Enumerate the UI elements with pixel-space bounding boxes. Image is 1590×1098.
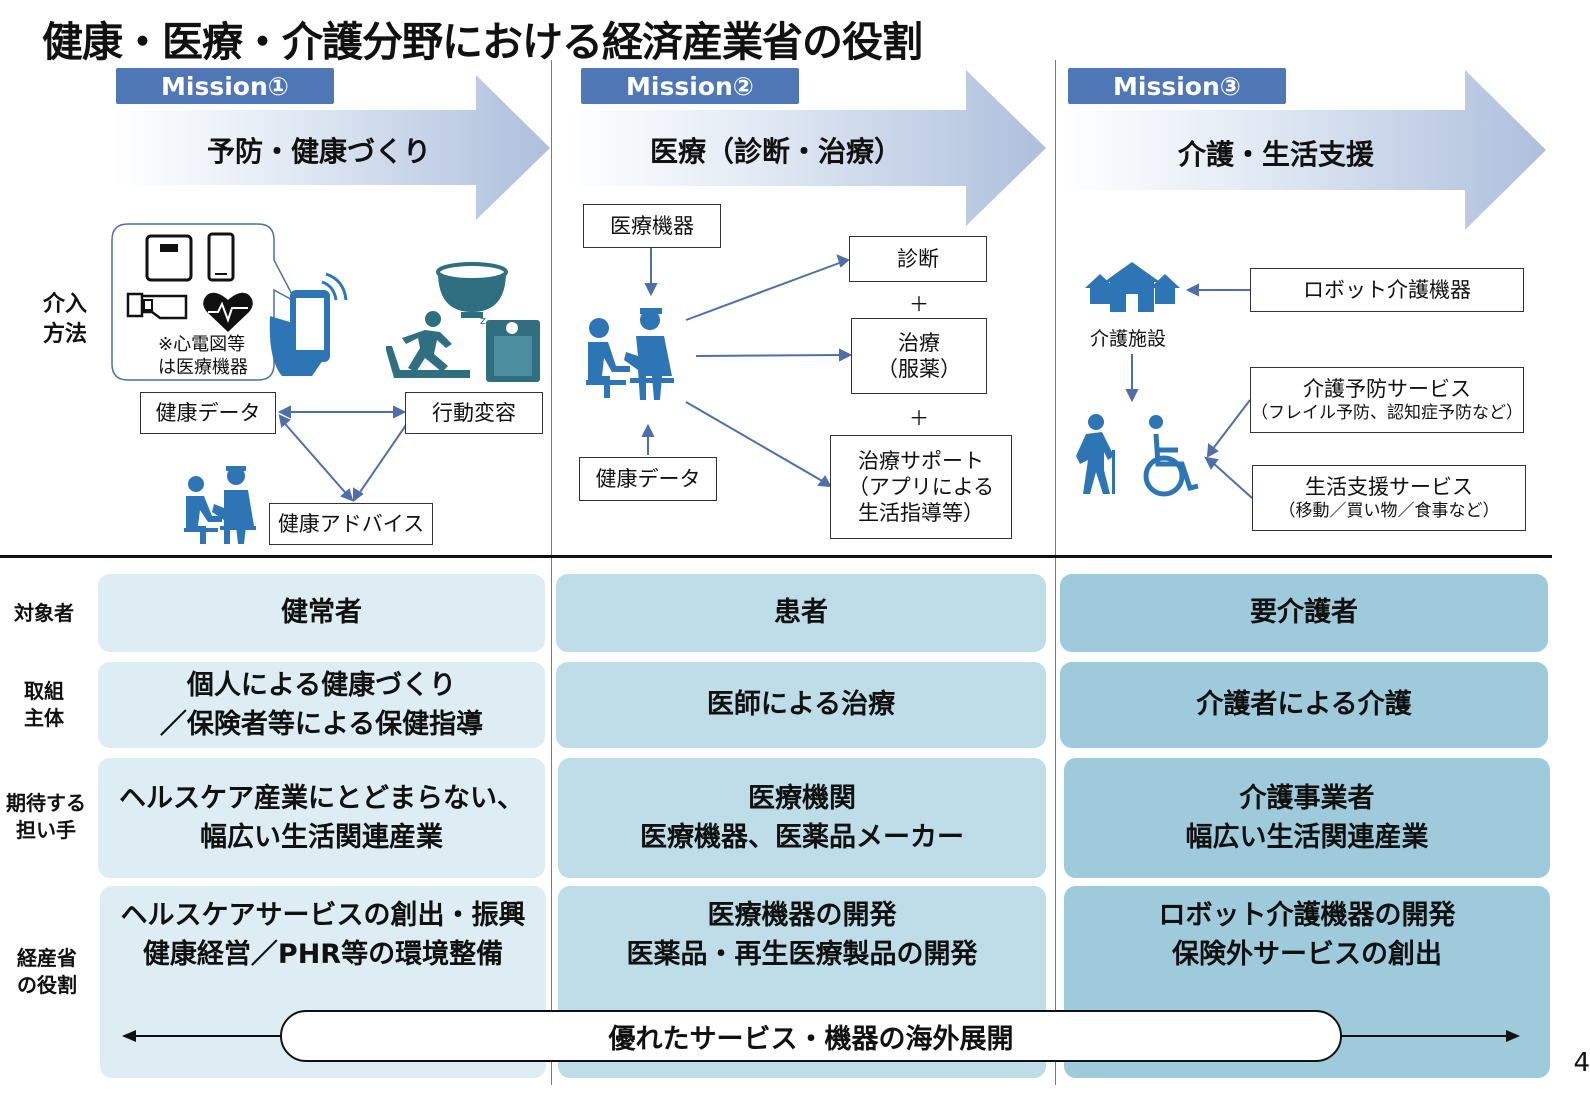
mission-1-diagram: z — [111, 223, 540, 544]
m2-treatment-support-box: 治療サポート（アプリによる生活指導等） — [830, 435, 1012, 539]
actor-cell-1: 個人による健康づくり／保険者等による保健指導 — [98, 662, 545, 748]
m3-prevention-service-box: 介護予防サービス（フレイル予防、認知症予防など） — [1250, 367, 1524, 433]
mission-1-label: 予防・健康づくり — [207, 135, 432, 168]
mission-2-badge: Mission② — [581, 68, 799, 104]
target-cell-1: 健常者 — [98, 574, 545, 652]
m1-health-advice-box: 健康アドバイス — [269, 503, 433, 545]
m2-diagnosis-box: 診断 — [849, 236, 987, 282]
page-number: 4 — [1573, 1048, 1590, 1078]
target-cell-3: 要介護者 — [1060, 574, 1548, 652]
mission-arrows — [112, 70, 1546, 230]
row-label-role: 経産省の役割 — [17, 946, 77, 997]
wheelchair-icon — [1143, 433, 1199, 497]
actor-cell-2: 医師による治療 — [556, 662, 1046, 748]
m2-treatment-box: 治療（服薬） — [851, 318, 987, 394]
actor-cell-3: 介護者による介護 — [1060, 662, 1548, 748]
bearer-cell-3: 介護事業者幅広い生活関連産業 — [1064, 758, 1550, 878]
svg-text:z: z — [480, 314, 486, 327]
smartphone-hand-icon — [269, 272, 348, 376]
mission-arrow-1 — [112, 75, 550, 220]
column-divider-1 — [551, 60, 552, 1085]
target-cell-2: 患者 — [556, 574, 1046, 652]
mission-3-badge: Mission③ — [1068, 68, 1286, 104]
m3-facility-label: 介護施設 — [1090, 328, 1167, 350]
m1-behavior-change-box: 行動変容 — [405, 392, 543, 434]
doctor-patient-icon — [184, 466, 256, 544]
m2-plus-2: ＋ — [909, 406, 929, 430]
device-note: ※心電図等 は医療機器 — [158, 334, 248, 378]
heart-icon — [203, 292, 253, 332]
row-label-actor: 取組主体 — [24, 679, 64, 730]
mission-arrow-2 — [565, 70, 1046, 226]
m2-plus-1: ＋ — [909, 292, 929, 316]
m2-doctor-patient-icon — [586, 308, 674, 400]
mission-3-label: 介護・生活支援 — [1178, 138, 1375, 171]
phone-icon — [207, 232, 235, 282]
mission-1-badge: Mission① — [116, 68, 334, 104]
bearer-cell-2: 医療機関医療機器、医薬品メーカー — [558, 758, 1046, 878]
wristband-icon — [126, 292, 188, 320]
m3-life-support-box: 生活支援サービス（移動／買い物／食事など） — [1252, 465, 1526, 531]
column-divider-2 — [1055, 60, 1056, 1085]
elderly-person-icon — [1076, 414, 1115, 494]
bearer-cell-1: ヘルスケア産業にとどまらない、幅広い生活関連産業 — [98, 758, 545, 878]
scale-display — [160, 244, 178, 252]
m3-robot-box: ロボット介護機器 — [1250, 268, 1524, 312]
treadmill-icon — [386, 311, 470, 378]
overseas-expansion-pill: 優れたサービス・機器の海外展開 — [280, 1010, 1342, 1062]
sleep-icon: z — [480, 314, 540, 382]
page-title: 健康・医療・介護分野における経済産業省の役割 — [42, 18, 923, 66]
care-facility-icon — [1085, 262, 1180, 312]
m2-medical-device-box: 医療機器 — [583, 204, 721, 248]
mission-arrow-3 — [1060, 70, 1546, 230]
intervention-label: 介入方法 — [42, 292, 87, 347]
m1-health-data-box: 健康データ — [140, 392, 276, 434]
mission-2-diagram — [586, 248, 853, 488]
scale-icon — [145, 234, 193, 282]
row-label-bearer: 期待する担い手 — [6, 791, 86, 842]
meal-bowl-icon — [436, 262, 508, 318]
row-label-target: 対象者 — [14, 601, 74, 625]
section-divider — [0, 555, 1552, 558]
m2-health-data-box: 健康データ — [579, 457, 717, 501]
mission-2-label: 医療（診断・治療） — [650, 135, 903, 168]
mission-3-diagram — [1076, 262, 1253, 499]
